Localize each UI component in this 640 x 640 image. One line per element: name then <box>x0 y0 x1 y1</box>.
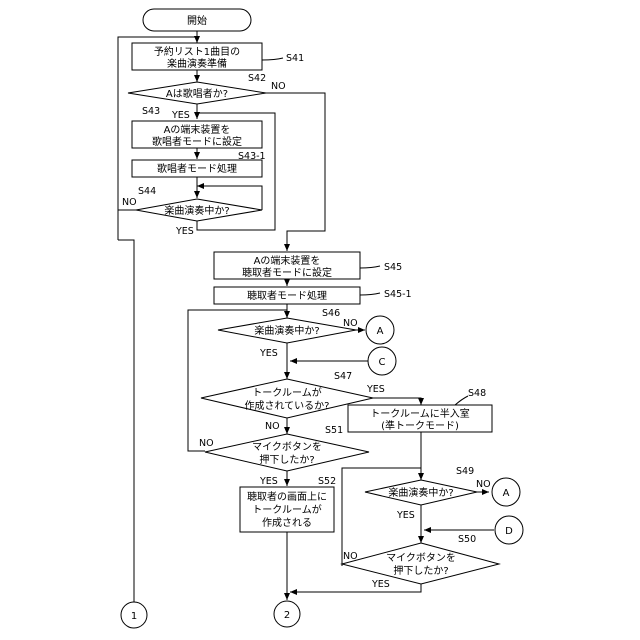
decision-s51-line1: マイクボタンを <box>252 441 322 453</box>
decision-s46-no: NO <box>343 318 358 329</box>
connector-a-2-label: A <box>503 488 510 499</box>
decision-s49-label: S49 <box>456 466 474 477</box>
step-s41-label: S41 <box>286 53 304 64</box>
step-s45: Aの端末装置を 聴取者モードに設定 S45 <box>214 252 402 279</box>
connector-d: D <box>495 516 523 544</box>
step-s45-1-label: S45-1 <box>384 289 412 300</box>
connector-c: C <box>368 347 396 375</box>
decision-s42-no: NO <box>271 81 286 92</box>
decision-s49-text: 楽曲演奏中か? <box>388 486 453 499</box>
step-s45-1: 聴取者モード処理 S45-1 <box>214 287 412 304</box>
connector-2-label: 2 <box>284 610 290 621</box>
step-s48-label: S48 <box>468 388 486 399</box>
decision-s46-label: S46 <box>322 308 340 319</box>
step-s52-label: S52 <box>318 476 336 487</box>
decision-s50-line1: マイクボタンを <box>386 552 456 564</box>
step-s41-line1: 予約リスト1曲目の <box>154 45 240 58</box>
decision-s46-text: 楽曲演奏中か? <box>254 324 319 337</box>
step-s45-line1: Aの端末装置を <box>254 254 321 267</box>
step-s43-1: 歌唱者モード処理 S43-1 <box>132 151 266 177</box>
decision-s51-label: S51 <box>325 425 343 436</box>
decision-s49: 楽曲演奏中か? S49 NO YES <box>365 466 491 521</box>
decision-s44-no: NO <box>122 197 137 208</box>
step-s43-1-label: S43-1 <box>238 151 266 162</box>
decision-s44-label: S44 <box>138 186 156 197</box>
decision-s42-yes: YES <box>171 110 190 121</box>
decision-s49-yes: YES <box>396 510 415 521</box>
decision-s51-no: NO <box>199 438 214 449</box>
decision-s42-label: S42 <box>248 73 266 84</box>
step-s43-line2: 歌唱者モードに設定 <box>152 135 242 148</box>
step-s52-line3: 作成される <box>262 517 312 529</box>
start-label: 開始 <box>187 14 207 27</box>
decision-s50-no: NO <box>343 551 358 562</box>
decision-s44: 楽曲演奏中か? S44 NO YES <box>122 186 262 237</box>
step-s52-line1: 聴取者の画面上に <box>247 491 327 503</box>
decision-s51: マイクボタンを 押下したか? S51 NO YES <box>199 425 369 487</box>
step-s45-line2: 聴取者モードに設定 <box>242 266 332 279</box>
step-s48-line2: (準トークモード) <box>381 419 459 432</box>
decision-s47-line2: 作成されているか? <box>244 400 329 412</box>
decision-s51-line2: 押下したか? <box>259 453 314 466</box>
step-s52-line2: トークルームが <box>252 503 321 516</box>
step-s43-label: S43 <box>142 106 160 117</box>
decision-s47-yes: YES <box>366 384 385 395</box>
connector-a-2: A <box>492 478 520 506</box>
decision-s47-line1: トークルームが <box>252 386 321 399</box>
decision-s50-label: S50 <box>458 534 476 545</box>
decision-s50-line2: 押下したか? <box>393 564 448 577</box>
step-s41: 予約リスト1曲目の 楽曲演奏準備 S41 <box>132 43 304 70</box>
decision-s44-text: 楽曲演奏中か? <box>164 204 229 217</box>
connector-d-label: D <box>505 526 513 537</box>
decision-s46: 楽曲演奏中か? S46 NO YES <box>218 308 358 359</box>
step-s45-label: S45 <box>384 262 402 273</box>
connector-c-label: C <box>379 357 386 368</box>
decision-s44-yes: YES <box>175 226 194 237</box>
decision-s51-yes: YES <box>259 476 278 487</box>
connector-a-1: A <box>366 316 394 344</box>
decision-s47-no: NO <box>265 421 280 432</box>
decision-s50-yes: YES <box>371 579 390 590</box>
connector-1-label: 1 <box>131 611 137 622</box>
decision-s42-text: Aは歌唱者か? <box>166 87 228 100</box>
connector-a-1-label: A <box>377 326 384 337</box>
start-terminal: 開始 <box>143 9 251 31</box>
decision-s49-no: NO <box>476 479 491 490</box>
step-s45-1-text: 聴取者モード処理 <box>247 289 327 302</box>
decision-s47-label: S47 <box>334 371 352 382</box>
step-s52: 聴取者の画面上に トークルームが 作成される S52 <box>240 476 336 532</box>
connector-1: 1 <box>121 602 147 628</box>
step-s48-line1: トークルームに半入室 <box>370 407 469 420</box>
step-s43-1-text: 歌唱者モード処理 <box>157 162 237 175</box>
connector-2: 2 <box>274 601 300 627</box>
step-s41-line2: 楽曲演奏準備 <box>167 57 227 70</box>
decision-s46-yes: YES <box>259 348 278 359</box>
step-s43-line1: Aの端末装置を <box>164 123 231 136</box>
